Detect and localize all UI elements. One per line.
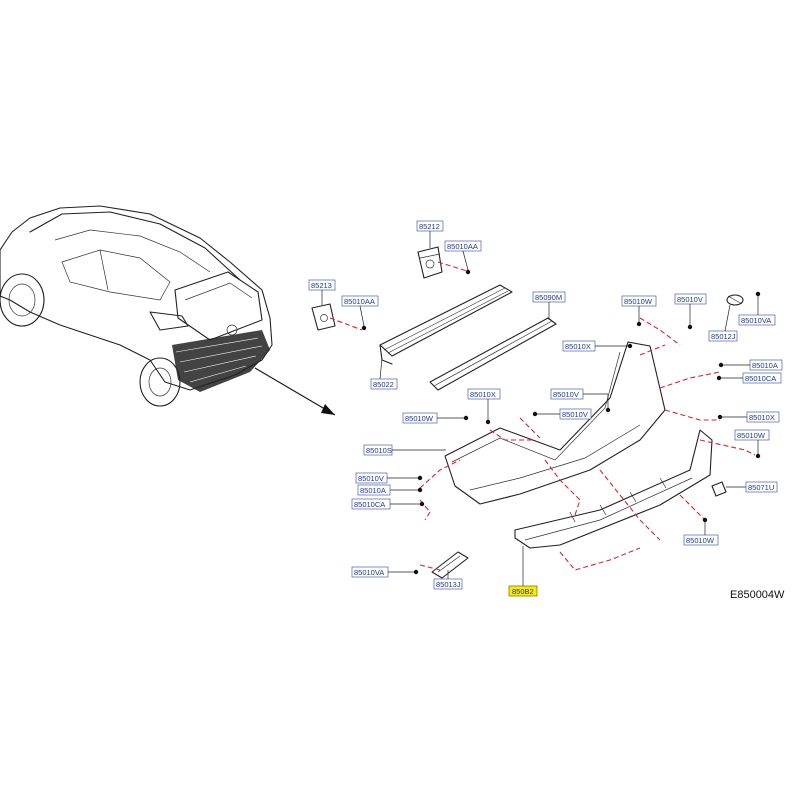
svg-text:85010V: 85010V <box>358 474 384 483</box>
label-85010W-d: 85010W <box>402 412 469 424</box>
vehicle-illustration <box>0 205 336 416</box>
label-85071U: 85071U <box>726 481 778 493</box>
svg-text:85010CA: 85010CA <box>745 374 776 383</box>
svg-text:85012J: 85012J <box>711 332 736 341</box>
svg-text:85213: 85213 <box>311 281 332 290</box>
label-85010X-b: 85010X <box>717 411 780 423</box>
label-85010AA-top: 85010AA <box>444 240 482 275</box>
svg-text:85010AA: 85010AA <box>344 297 375 306</box>
svg-text:85010W: 85010W <box>686 536 715 545</box>
part-85213-bracket <box>311 303 336 331</box>
label-85090M: 85090M <box>532 291 566 320</box>
label-85013J: 85013J <box>433 570 463 590</box>
fastener-guide-lines <box>329 261 756 571</box>
part-85212-bracket <box>417 246 443 279</box>
label-85010AA-left: 85010AA <box>341 295 379 331</box>
label-85010V-c: 85010V <box>355 472 423 484</box>
part-85013J-bracket <box>431 551 469 579</box>
svg-text:85090M: 85090M <box>535 293 562 302</box>
label-85010A-b: 85010A <box>357 484 423 496</box>
svg-text:85010W: 85010W <box>624 297 653 306</box>
svg-text:85010AA: 85010AA <box>447 242 478 251</box>
label-85012J: 85012J <box>708 304 738 342</box>
svg-text:85010VA: 85010VA <box>741 316 771 325</box>
part-850B2-lower-cover <box>514 429 713 549</box>
svg-text:85022: 85022 <box>373 380 394 389</box>
svg-text:85071U: 85071U <box>748 483 774 492</box>
part-85071U-clip <box>711 481 727 497</box>
svg-text:85010X: 85010X <box>470 390 496 399</box>
svg-text:85010V: 85010V <box>562 410 588 419</box>
svg-text:85010V: 85010V <box>677 295 703 304</box>
svg-text:850B2: 850B2 <box>512 587 534 596</box>
label-85010W-c: 85010W <box>683 517 719 546</box>
part-85012J-bracket <box>726 294 744 306</box>
label-85010VA-a: 85010VA <box>738 291 776 326</box>
label-85010X-a: 85010X <box>562 340 633 352</box>
svg-text:85010A: 85010A <box>360 486 386 495</box>
label-85010A-a: 85010A <box>718 359 783 371</box>
svg-text:85010VA: 85010VA <box>354 568 384 577</box>
part-85022-reinforcement <box>379 284 513 365</box>
label-85010VA-b: 85010VA <box>351 566 419 578</box>
svg-text:85013J: 85013J <box>436 580 461 589</box>
part-85010S-upper-fascia <box>444 341 666 505</box>
label-850B2-highlighted: 850B2 <box>508 546 538 597</box>
figure-code: E850004W <box>730 589 785 601</box>
part-labels: 85212 85010AA 85213 85010AA 85090M <box>308 220 783 597</box>
label-85010W-b: 85010W <box>734 429 770 459</box>
svg-text:85010A: 85010A <box>752 361 778 370</box>
label-85010X-c: 85010X <box>467 388 501 425</box>
label-85213: 85213 <box>308 279 336 305</box>
svg-text:85010W: 85010W <box>405 414 434 423</box>
label-85022: 85022 <box>370 357 398 390</box>
svg-text:85010V: 85010V <box>553 390 579 399</box>
label-85010S: 85010S <box>363 444 446 456</box>
svg-text:85010W: 85010W <box>737 431 766 440</box>
label-85010V-d: 85010V <box>532 408 592 420</box>
label-85010V-a: 85010V <box>674 293 707 330</box>
svg-text:85010X: 85010X <box>749 413 775 422</box>
svg-text:85010CA: 85010CA <box>354 500 385 509</box>
label-85010V-b: 85010V <box>550 388 611 413</box>
label-85010CA-b: 85010CA <box>351 498 425 510</box>
svg-text:85212: 85212 <box>419 222 440 231</box>
label-85010W-a: 85010W <box>621 295 657 327</box>
svg-text:85010X: 85010X <box>565 342 591 351</box>
svg-text:85010S: 85010S <box>366 446 392 455</box>
label-85010CA-a: 85010CA <box>716 372 782 384</box>
label-85212: 85212 <box>416 220 444 248</box>
part-85090M-absorber <box>429 317 557 391</box>
